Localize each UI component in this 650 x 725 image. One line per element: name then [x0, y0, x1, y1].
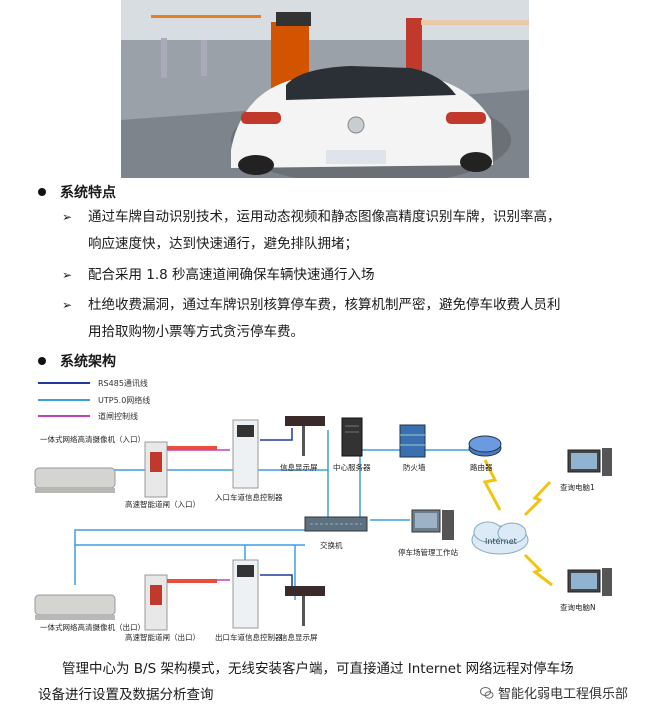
bullet-icon	[38, 188, 46, 196]
label-display-in: 信息显示屏	[280, 462, 318, 472]
query-pc-1-icon	[567, 448, 612, 476]
label-server: 中心服务器	[333, 462, 371, 472]
label-camera-in: 一体式网络高清摄像机（入口）	[40, 434, 145, 444]
watermark: 智能化弱电工程俱乐部	[479, 683, 628, 702]
label-switch: 交换机	[320, 540, 343, 550]
label-pc1: 查询电脑1	[560, 482, 595, 492]
feature-item-3: ➢ 杜绝收费漏洞，通过车牌识别核算停车费，核算机制严密，避免停车收费人员利	[62, 292, 561, 319]
display-out-icon	[285, 586, 325, 626]
gate-out-icon	[144, 574, 217, 631]
footer-line-1: 管理中心为 B/S 架构模式，无线安装客户端，可直接通过 Internet 网络…	[62, 661, 574, 677]
arrow-bullet-icon: ➢	[62, 268, 73, 282]
feature-item-1: ➢ 通过车牌自动识别技术，运用动态视频和静态图像高精度识别车牌，识别率高，	[62, 204, 561, 231]
feature-text: 通过车牌自动识别技术，运用动态视频和静态图像高精度识别车牌，识别率高，	[88, 209, 561, 225]
arrow-bullet-icon: ➢	[62, 298, 73, 312]
label-workstation: 停车场管理工作站	[398, 547, 458, 557]
label-ctrl-out: 出口车道信息控制器	[215, 632, 283, 642]
query-pc-n-icon	[567, 568, 612, 596]
section-heading-architecture: 系统架构	[38, 351, 116, 371]
architecture-diagram: RS485通讯线 UTP5.0网络线 道闸控制线	[34, 378, 612, 642]
legend-utp: UTP5.0网络线	[98, 395, 150, 405]
controller-in-icon	[232, 419, 259, 489]
section-heading-features: 系统特点	[38, 182, 116, 202]
camera-in-icon	[34, 467, 116, 493]
label-ctrl-in: 入口车道信息控制器	[215, 492, 283, 502]
label-gate-in: 高速智能道闸（入口）	[125, 499, 200, 509]
feature-item-3-cont: 用拾取购物小票等方式贪污停车费。	[88, 324, 304, 340]
section-title: 系统特点	[60, 185, 116, 201]
camera-out-icon	[34, 594, 116, 620]
internet-cloud-icon	[471, 521, 529, 555]
router-icon	[468, 435, 502, 457]
feature-text: 杜绝收费漏洞，通过车牌识别核算停车费，核算机制严密，避免停车收费人员利	[88, 297, 561, 313]
bullet-icon	[38, 357, 46, 365]
workstation-icon	[411, 509, 454, 540]
label-gate-out: 高速智能道闸（出口）	[125, 632, 200, 642]
feature-item-2: ➢ 配合采用 1.8 秒高速道闸确保车辆快速通行入场	[62, 262, 375, 289]
legend-gate-control: 道闸控制线	[98, 411, 138, 421]
feature-item-1-cont: 响应速度快，达到快速通行，避免排队拥堵；	[88, 236, 358, 252]
footer-line-2: 设备进行设置及数据分析查询	[38, 687, 214, 703]
label-pcn: 查询电脑N	[560, 602, 596, 612]
watermark-text: 智能化弱电工程俱乐部	[497, 687, 628, 702]
display-in-icon	[285, 416, 325, 456]
label-internet: Internet	[485, 537, 517, 546]
arrow-bullet-icon: ➢	[62, 210, 73, 224]
label-firewall: 防火墙	[403, 462, 426, 472]
gate-in-icon	[144, 441, 217, 498]
legend-rs485: RS485通讯线	[98, 378, 148, 388]
section-title: 系统架构	[60, 354, 116, 370]
legend: RS485通讯线 UTP5.0网络线 道闸控制线	[38, 378, 150, 421]
firewall-icon	[399, 424, 426, 458]
feature-text: 配合采用 1.8 秒高速道闸确保车辆快速通行入场	[88, 267, 375, 283]
wechat-icon	[479, 687, 494, 699]
server-icon	[341, 417, 363, 457]
label-router: 路由器	[470, 462, 493, 472]
parking-gate-photo	[121, 0, 529, 178]
label-camera-out: 一体式网络高清摄像机（出口）	[40, 622, 145, 632]
label-display-out: 信息显示屏	[280, 632, 318, 642]
switch-icon	[304, 516, 368, 532]
controller-out-icon	[232, 559, 259, 629]
